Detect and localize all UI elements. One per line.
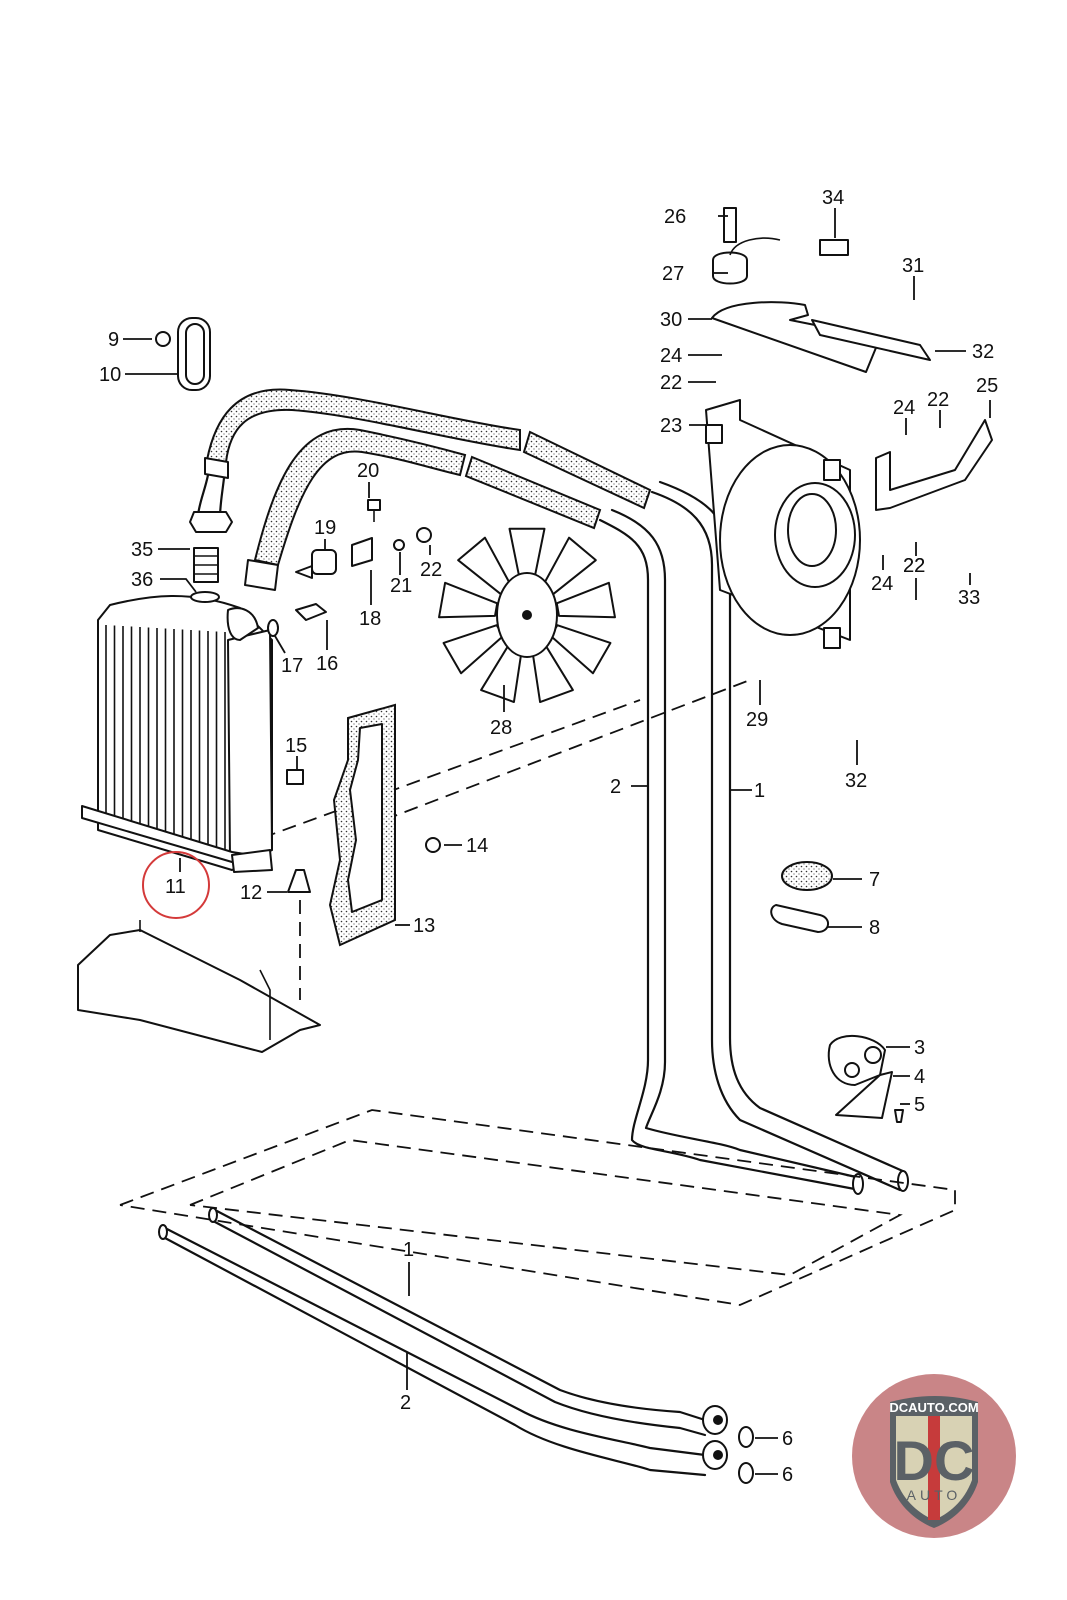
sensor-assembly bbox=[267, 499, 432, 637]
leader-lines bbox=[123, 208, 991, 1475]
mount-bracket-top bbox=[711, 207, 931, 373]
callout-6[interactable]: 6 bbox=[782, 1428, 793, 1450]
fan-blade bbox=[442, 624, 505, 675]
line-holder bbox=[827, 1034, 904, 1123]
adapter-fitting bbox=[193, 547, 219, 583]
upper-hose-outer bbox=[189, 388, 652, 533]
callout-36[interactable]: 36 bbox=[131, 569, 153, 591]
callout-labels: 26 34 27 31 30 32 24 22 25 24 22 23 9 10… bbox=[99, 187, 998, 1486]
logo-stripe bbox=[928, 1416, 940, 1520]
fan-blade bbox=[541, 536, 597, 597]
seal bbox=[328, 703, 396, 947]
callout-30[interactable]: 30 bbox=[660, 309, 682, 331]
speed-nut bbox=[286, 769, 304, 785]
logo-monogram: DC bbox=[894, 1429, 975, 1492]
highlight-circle bbox=[142, 851, 210, 919]
callout-10[interactable]: 10 bbox=[99, 364, 121, 386]
callout-1[interactable]: 1 bbox=[754, 780, 765, 802]
callout-3[interactable]: 3 bbox=[914, 1037, 925, 1059]
callout-31[interactable]: 31 bbox=[902, 255, 924, 277]
fan-shroud bbox=[705, 399, 861, 649]
callout-28[interactable]: 28 bbox=[490, 717, 512, 739]
screw-14 bbox=[425, 837, 441, 853]
callout-1[interactable]: 1 bbox=[403, 1239, 414, 1261]
callout-9[interactable]: 9 bbox=[108, 329, 119, 351]
callout-29[interactable]: 29 bbox=[746, 709, 768, 731]
hose-clamp bbox=[155, 317, 211, 391]
fan-center-bolt bbox=[522, 610, 532, 620]
callout-2[interactable]: 2 bbox=[400, 1392, 411, 1414]
callout-23[interactable]: 23 bbox=[660, 415, 682, 437]
grommet bbox=[781, 861, 833, 891]
upper-hose-inner bbox=[244, 427, 602, 591]
lower-oil-lines bbox=[158, 1207, 754, 1484]
callout-24[interactable]: 24 bbox=[893, 397, 915, 419]
callout-14[interactable]: 14 bbox=[466, 835, 488, 857]
callout-6[interactable]: 6 bbox=[782, 1464, 793, 1486]
callout-22[interactable]: 22 bbox=[420, 559, 442, 581]
callout-22[interactable]: 22 bbox=[927, 389, 949, 411]
callout-12[interactable]: 12 bbox=[240, 882, 262, 904]
callout-22[interactable]: 22 bbox=[903, 555, 925, 577]
callout-8[interactable]: 8 bbox=[869, 917, 880, 939]
fitting-upper bbox=[702, 1405, 728, 1435]
seal-ring-upper bbox=[738, 1426, 754, 1448]
callout-19[interactable]: 19 bbox=[314, 517, 336, 539]
oil-line-2 bbox=[598, 508, 862, 1192]
callout-11[interactable]: 11 bbox=[165, 876, 186, 898]
callout-32[interactable]: 32 bbox=[972, 341, 994, 363]
callout-22[interactable]: 22 bbox=[660, 372, 682, 394]
mount-bracket-side bbox=[875, 419, 993, 511]
callout-22[interactable]: 22 bbox=[903, 555, 925, 577]
callout-15[interactable]: 15 bbox=[285, 735, 307, 757]
lower-bracket bbox=[77, 920, 321, 1053]
callout-7[interactable]: 7 bbox=[869, 869, 880, 891]
dcauto-logo: DCAUTO.COM DC AUTO bbox=[852, 1374, 1016, 1538]
callout-24[interactable]: 24 bbox=[871, 573, 893, 595]
callout-16[interactable]: 16 bbox=[316, 653, 338, 675]
callout-2[interactable]: 2 bbox=[610, 776, 621, 798]
installation-outline bbox=[119, 679, 956, 1306]
logo-bottom-text: AUTO bbox=[907, 1487, 962, 1503]
oil-cooler bbox=[81, 591, 273, 873]
callout-26[interactable]: 26 bbox=[664, 206, 686, 228]
callout-33[interactable]: 33 bbox=[958, 587, 980, 609]
callout-21[interactable]: 21 bbox=[390, 575, 412, 597]
callout-25[interactable]: 25 bbox=[976, 375, 998, 397]
callout-5[interactable]: 5 bbox=[914, 1094, 925, 1116]
fan-blade bbox=[549, 624, 612, 675]
callout-13[interactable]: 13 bbox=[413, 915, 435, 937]
callout-35[interactable]: 35 bbox=[131, 539, 153, 561]
callout-24[interactable]: 24 bbox=[660, 345, 682, 367]
callout-34[interactable]: 34 bbox=[822, 187, 844, 209]
callout-20[interactable]: 20 bbox=[357, 460, 379, 482]
rubber-mount bbox=[287, 869, 311, 893]
seal-ring-lower bbox=[738, 1462, 754, 1484]
fan bbox=[438, 527, 616, 704]
callout-32[interactable]: 32 bbox=[845, 770, 867, 792]
fitting-lower bbox=[702, 1440, 728, 1470]
callout-18[interactable]: 18 bbox=[359, 608, 381, 630]
fan-blade bbox=[457, 536, 513, 597]
logo-top-text: DCAUTO.COM bbox=[889, 1400, 978, 1415]
callout-27[interactable]: 27 bbox=[662, 263, 684, 285]
callout-17[interactable]: 17 bbox=[281, 655, 303, 677]
callout-4[interactable]: 4 bbox=[914, 1066, 925, 1088]
clamp bbox=[770, 904, 829, 933]
fan-blade bbox=[555, 581, 616, 619]
fan-blade bbox=[438, 581, 499, 619]
